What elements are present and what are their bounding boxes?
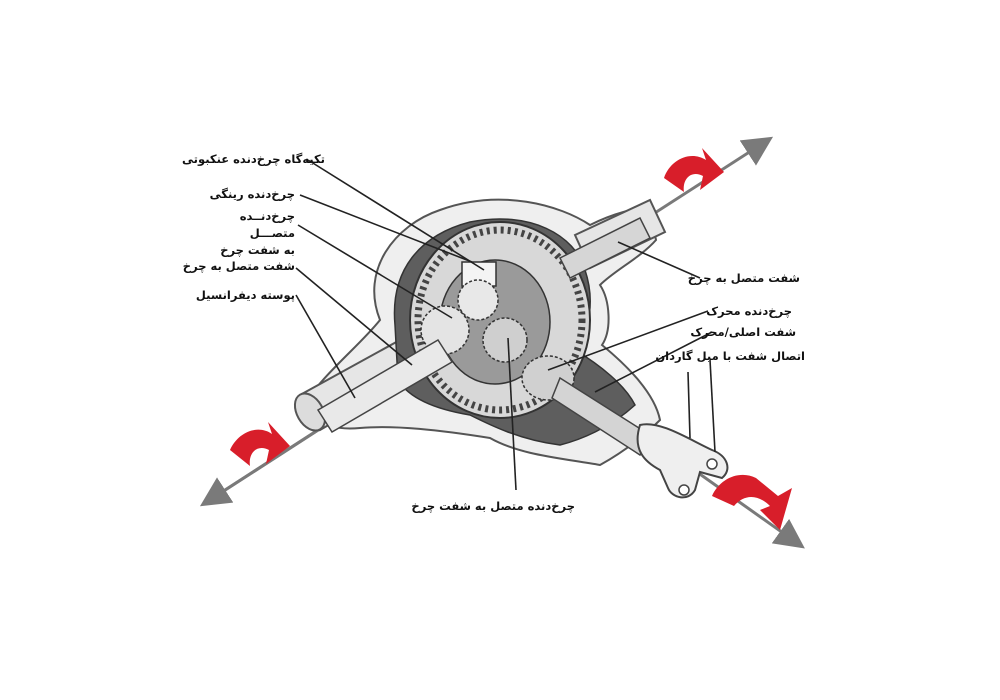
label-pinion-gear: چرخ‌دنده محرک (706, 304, 792, 318)
label-side-gear-bottom: چرخ‌دنده متصل به شفت چرخ (411, 499, 575, 513)
leader-yoke-upper (709, 359, 716, 453)
ring-gear-teeth (414, 226, 586, 414)
leader-axle-shaft-left (295, 267, 413, 366)
left-axle-shaft (316, 338, 454, 434)
leader-spider-carrier (307, 159, 485, 271)
rotation-arrow-bottom-left (230, 422, 290, 466)
leader-side-gear-left (297, 224, 453, 319)
spider-gear-shape (457, 279, 499, 321)
label-axle-shaft-left: شفت متصل به چرخ (182, 259, 295, 273)
drive-shaft-shape (551, 376, 651, 457)
label-driveshaft-joint: اتصال شفت با میل گاردان (655, 349, 805, 363)
left-axle-tube-end (293, 392, 327, 432)
leader-drive-shaft (594, 331, 713, 393)
leader-axle-shaft-right (617, 241, 701, 279)
rotation-arrow-top-right (664, 148, 724, 192)
label-differential-housing: پوسته دیفرانسیل (195, 288, 295, 302)
right-axle-shaft (558, 216, 652, 280)
label-spider-gear-carrier: تکیه‌گاه چرخ‌دنده عنکبوتی (182, 152, 325, 166)
yoke-hole-lower (678, 484, 690, 496)
label-side-gear-left-line2: به شفت چرخ (220, 243, 295, 257)
label-side-gear-left: چرخ‌دنــده متصـــل به شفت چرخ (200, 208, 295, 259)
leader-yoke-lower (687, 371, 691, 439)
label-side-gear-left-line1: چرخ‌دنــده متصـــل (239, 209, 295, 240)
leader-housing (295, 294, 356, 399)
side-gear-right-shape (482, 317, 528, 363)
label-drive-shaft: شفت اصلی/محرک (690, 325, 796, 339)
label-axle-shaft-right: شفت متصل به چرخ (687, 271, 800, 285)
leader-side-gear-bottom (507, 337, 517, 491)
leader-pinion-gear (547, 310, 709, 371)
driveshaft-yoke-shape (636, 423, 729, 499)
yoke-hole-upper (706, 458, 718, 470)
leader-ring-gear (299, 194, 473, 263)
leader-lines (295, 159, 716, 491)
label-ring-gear: چرخ‌دنده رینگی (209, 187, 295, 201)
rotation-arrow-bottom-right (712, 474, 792, 530)
